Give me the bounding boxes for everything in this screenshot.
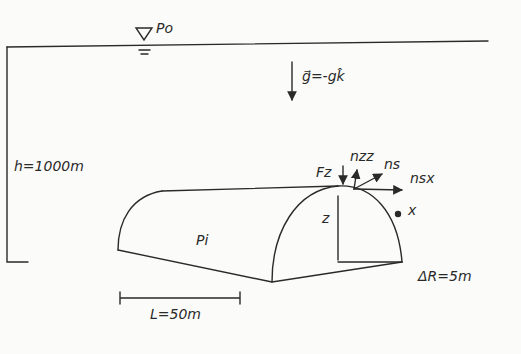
axis-label: x [408, 202, 416, 219]
gravity-label: g⃗=-gk̂ [302, 68, 345, 85]
dimension-label: L=50m [150, 306, 201, 323]
length-dimension [120, 292, 240, 304]
dome-back [118, 191, 162, 250]
normal-label: ns [384, 156, 400, 173]
dome-bottom [118, 250, 402, 282]
force-label: Fz [316, 164, 331, 181]
free-surface [7, 41, 488, 47]
dome-front [272, 186, 402, 282]
gravity-arrow [291, 62, 292, 100]
surface-symbol [136, 28, 152, 40]
normal-x [354, 189, 402, 190]
tank-wall [7, 47, 28, 262]
normal-label: nzz [350, 148, 374, 165]
normal-label: nsx [410, 170, 434, 187]
radius-line [338, 261, 402, 262]
surface-ticks [139, 50, 150, 54]
normal-z [354, 170, 357, 189]
pressure-label: Po [156, 20, 173, 37]
dome-ridge [162, 186, 338, 191]
pressure-label: Pi [196, 232, 208, 249]
height-label: z [322, 210, 329, 227]
dimension-label: ΔR=5m [418, 268, 472, 285]
normal-s [354, 174, 382, 189]
axis-dot [396, 212, 401, 217]
force-arrow [342, 166, 343, 184]
height-line [337, 196, 338, 260]
depth-label: h=1000m [14, 158, 84, 175]
